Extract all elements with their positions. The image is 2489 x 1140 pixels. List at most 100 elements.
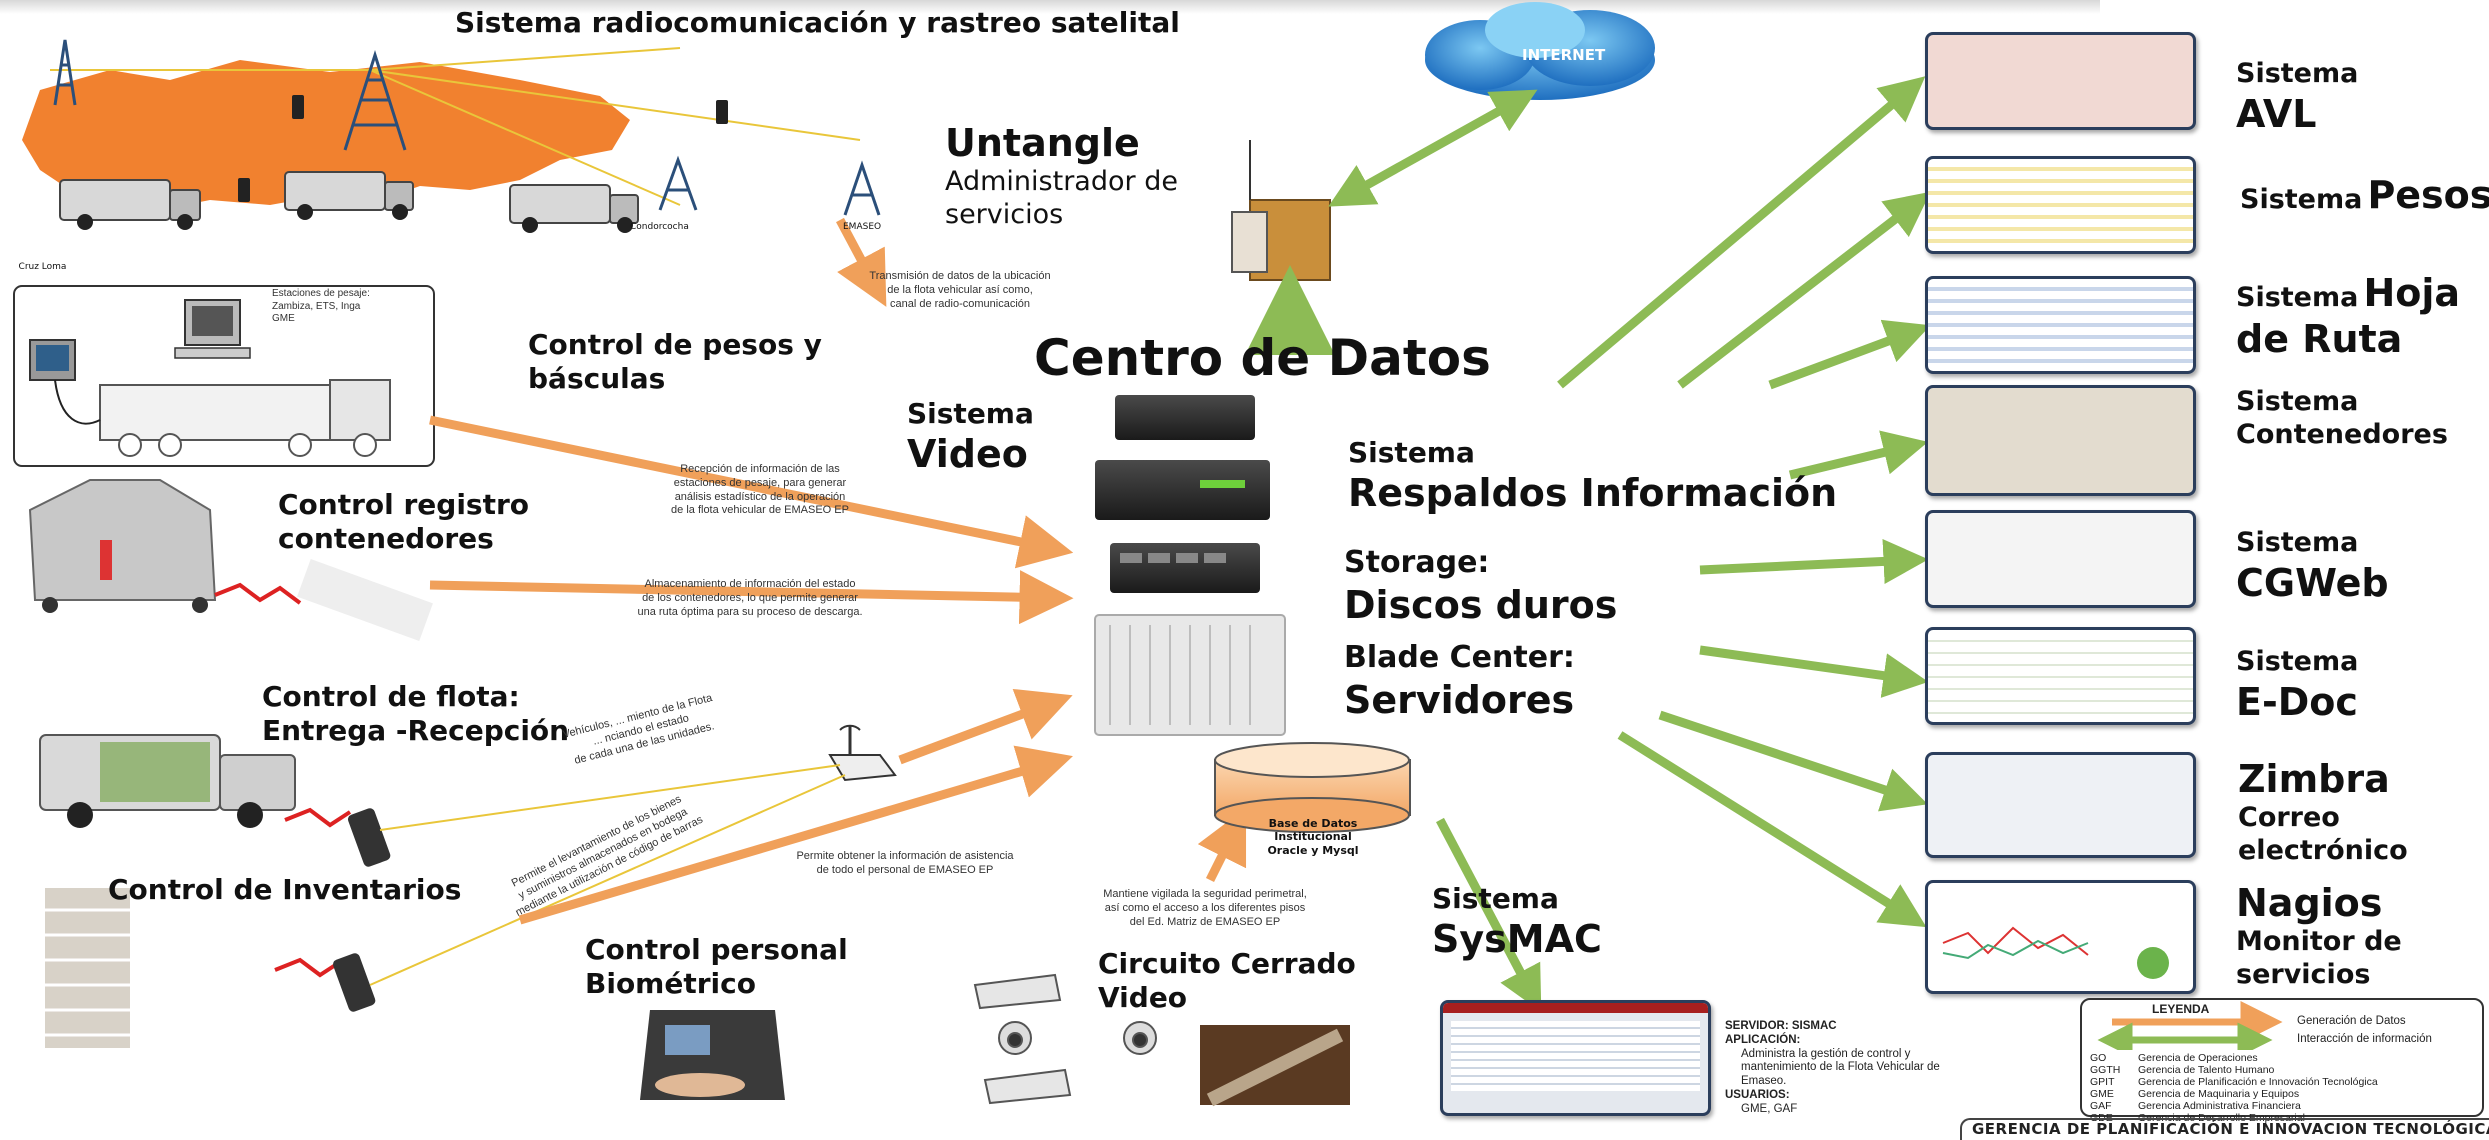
nagios-chart-sketch [1942, 926, 2169, 979]
system-label-avl: Sistema AVL [2236, 58, 2359, 136]
arrow-radio [836, 217, 887, 307]
wireless-router-icon [828, 724, 897, 782]
seguridad-note: Mantiene vigilada la seguridad perimetra… [1103, 888, 1307, 928]
circuito-cerrado-label: Circuito Cerrado Video [1098, 947, 1356, 1015]
contenedores-screenshot [1925, 385, 2196, 496]
system-label-pesos: Sistema Pesos [2240, 173, 2489, 217]
fleet-truck-icon [39, 734, 296, 828]
container-bin-icon [28, 479, 217, 613]
control-personal-label: Control personal Biométrico [585, 933, 848, 1001]
storage-label: Storage: Discos duros [1344, 545, 1618, 627]
asistencia-note: Permite obtener la información de asiste… [796, 850, 1014, 876]
control-pesos-label: Control de pesos y básculas [528, 328, 822, 396]
wireless-links [369, 764, 846, 986]
computer-icon [29, 299, 251, 425]
server-rack-icon [1094, 395, 1286, 736]
legend-arrows [2097, 1001, 2283, 1050]
arrow-flota [898, 688, 1073, 765]
internet-cloud-icon [1425, 2, 1655, 100]
arrow-contenedores [429, 570, 1074, 625]
hoja-ruta-screenshot [1925, 276, 2196, 374]
page-title: Sistema radiocomunicación y rastreo sate… [455, 6, 1180, 39]
radio-links [50, 47, 861, 206]
control-flota-label: Control de flota: Entrega -Recepción [262, 680, 570, 748]
rfid-signal-icon [274, 957, 342, 978]
sysmac-screenshot-grid [1451, 1021, 1700, 1091]
avl-screenshot [1925, 32, 2196, 130]
respaldos-label: Sistema Respaldos Información [1348, 436, 1838, 516]
truck-icon [59, 171, 639, 233]
handheld-radio-icon [238, 95, 728, 202]
arrow-nagios [1617, 731, 1927, 928]
arrow-cgweb [1699, 538, 1929, 584]
zimbra-screenshot [1925, 752, 2196, 858]
edoc-screenshot [1925, 627, 2196, 725]
internet-label: INTERNET [1522, 46, 1606, 64]
map-place-label: Condorcocha [630, 222, 689, 232]
arrow-pesos [1677, 191, 1931, 389]
sistema-video-label: Sistema Video [907, 397, 1034, 477]
orange-data-arrows [429, 217, 1247, 925]
system-label-nagios: Nagios Monitor de servicios [2236, 881, 2402, 991]
rfid-signal-icon [284, 807, 352, 828]
system-label-edoc: Sistema E-Doc [2236, 646, 2359, 724]
database-icon [1214, 742, 1411, 833]
blade-center-label: Blade Center: Servidores [1344, 640, 1575, 722]
arrow-avl [1557, 76, 1926, 389]
arrow-seguridad [1197, 807, 1247, 883]
arrow-contenedores-sys [1788, 430, 1929, 480]
control-inventarios-label: Control de Inventarios [108, 873, 462, 906]
sysmac-screenshot [1440, 1000, 1711, 1116]
control-contenedores-label: Control registro contenedores [278, 488, 530, 556]
biometric-reader-icon [640, 1010, 785, 1100]
arrow-pesaje [429, 415, 1074, 569]
centro-datos-title: Centro de Datos [1034, 329, 1491, 387]
arrow-hoja-ruta [1768, 319, 1931, 390]
top-shadow-bar [0, 0, 2100, 14]
legend-title: LEYENDA [2152, 1002, 2210, 1016]
untangle-server-icon [1231, 140, 1331, 281]
pesos-screenshot [1925, 156, 2196, 254]
coverage-map [22, 60, 630, 210]
map-place-label: EMASEO [843, 222, 882, 232]
barcode-tag-icon [297, 558, 433, 642]
warehouse-shelves-lines [45, 908, 130, 1037]
contenedores-note: Almacenamiento de información del estado… [637, 578, 863, 618]
rfid-signal-icon [214, 582, 302, 605]
system-label-contenedores: Sistema Contenedores [2236, 386, 2448, 450]
untangle-label: Untangle Administrador de servicios [945, 121, 1178, 231]
arrow-asistencia [518, 745, 1073, 925]
warehouse-shelves-icon [45, 888, 130, 1048]
legend-generacion: Generación de Datos [2297, 1015, 2406, 1027]
footer-department: GERENCIA DE PLANIFICACIÓN E INNOVACION T… [1960, 1118, 2489, 1140]
system-label-cgweb: Sistema CGWeb [2236, 527, 2389, 605]
handheld-scanner-icon [333, 953, 376, 1012]
system-label-zimbra: Zimbra Correo electrónico [2238, 757, 2408, 867]
cgweb-screenshot [1925, 510, 2196, 608]
legend: LEYENDA Generación de Datos Interacción … [2080, 998, 2484, 1124]
arrow-internet [1328, 89, 1538, 207]
handheld-scanner-icon [348, 808, 391, 867]
radio-tower-icon [53, 39, 881, 216]
sysmac-label: Sistema SysMAC [1432, 882, 1602, 962]
cctv-camera-icon [973, 973, 1157, 1105]
cctv-photo-detail [1206, 1028, 1344, 1107]
map-place-label: Cruz Loma [18, 262, 67, 272]
sysmac-info: SERVIDOR: SISMAC APLICACIÓN: Administra … [1725, 1020, 1940, 1115]
green-system-arrows [1436, 76, 1931, 1012]
sysmac-screenshot-header [1443, 1003, 1708, 1013]
arrow-sysmac [1436, 817, 1542, 1012]
arrow-zimbra [1658, 710, 1928, 812]
system-label-hoja-ruta: Sistema Hoja de Ruta [2236, 271, 2461, 362]
weighing-truck-icon [99, 379, 391, 457]
